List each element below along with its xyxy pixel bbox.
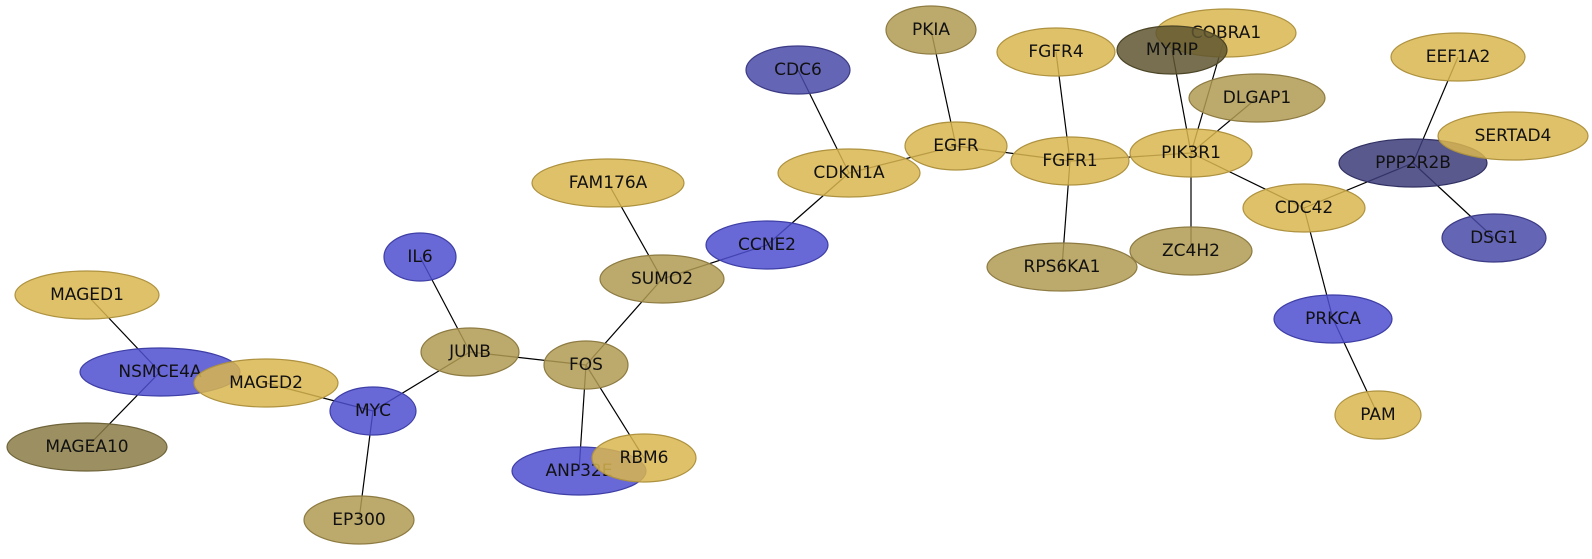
node-cdc42-label: CDC42 — [1275, 198, 1333, 218]
node-sertad4-label: SERTAD4 — [1475, 126, 1552, 146]
node-eef1a2[interactable]: EEF1A2 — [1390, 32, 1526, 82]
node-maged2-shape[interactable] — [193, 358, 339, 408]
node-nsmce4a-label: NSMCE4A — [118, 362, 202, 382]
node-dlgap1-shape[interactable] — [1188, 73, 1326, 123]
node-fgfr1-label: FGFR1 — [1042, 151, 1097, 171]
node-il6-shape[interactable] — [383, 232, 457, 282]
node-pik3r1-label: PIK3R1 — [1161, 143, 1221, 163]
node-junb-label: JUNB — [448, 342, 491, 362]
node-sumo2-shape[interactable] — [599, 254, 725, 304]
node-fam176a[interactable]: FAM176A — [531, 158, 685, 208]
node-cdc6-label: CDC6 — [774, 60, 822, 80]
node-dlgap1-label: DLGAP1 — [1223, 88, 1291, 108]
node-fgfr4-label: FGFR4 — [1028, 42, 1083, 62]
node-fgfr4[interactable]: FGFR4 — [996, 27, 1116, 77]
node-cdkn1a-shape[interactable] — [777, 148, 921, 198]
node-zc4h2[interactable]: ZC4H2 — [1129, 226, 1253, 276]
node-ep300-label: EP300 — [332, 510, 385, 530]
node-rps6ka1-label: RPS6KA1 — [1024, 257, 1101, 277]
node-prkca-shape[interactable] — [1273, 294, 1393, 344]
node-cdkn1a[interactable]: CDKN1A — [777, 148, 921, 198]
node-maged2[interactable]: MAGED2 — [193, 358, 339, 408]
node-dlgap1[interactable]: DLGAP1 — [1188, 73, 1326, 123]
node-fos-label: FOS — [569, 355, 603, 375]
node-pik3r1[interactable]: PIK3R1 — [1129, 128, 1253, 178]
node-myrip-label: MYRIP — [1146, 40, 1198, 60]
node-sertad4-shape[interactable] — [1437, 111, 1589, 161]
node-ppp2r2b-shape[interactable] — [1338, 138, 1488, 188]
node-pkia-label: PKIA — [912, 20, 950, 40]
node-il6-label: IL6 — [407, 247, 432, 267]
node-ppp2r2b-label: PPP2R2B — [1375, 153, 1451, 173]
node-egfr-shape[interactable] — [904, 121, 1008, 171]
node-fam176a-shape[interactable] — [531, 158, 685, 208]
node-pkia[interactable]: PKIA — [885, 5, 977, 55]
node-ccne2-label: CCNE2 — [738, 235, 796, 255]
node-eef1a2-shape[interactable] — [1390, 32, 1526, 82]
node-myc-shape[interactable] — [329, 386, 417, 436]
node-eef1a2-label: EEF1A2 — [1426, 47, 1491, 67]
node-dsg1-shape[interactable] — [1441, 213, 1547, 263]
node-junb[interactable]: JUNB — [420, 327, 520, 377]
node-myrip[interactable]: MYRIP — [1116, 25, 1228, 75]
node-ppp2r2b[interactable]: PPP2R2B — [1338, 138, 1488, 188]
node-pam[interactable]: PAM — [1334, 390, 1422, 440]
node-pkia-shape[interactable] — [885, 5, 977, 55]
node-cdc6-shape[interactable] — [745, 45, 851, 95]
node-sumo2[interactable]: SUMO2 — [599, 254, 725, 304]
node-myrip-shape[interactable] — [1116, 25, 1228, 75]
node-fam176a-label: FAM176A — [569, 173, 648, 193]
node-magea10-shape[interactable] — [6, 422, 168, 472]
node-junb-shape[interactable] — [420, 327, 520, 377]
node-zc4h2-shape[interactable] — [1129, 226, 1253, 276]
node-maged1-shape[interactable] — [14, 270, 160, 320]
node-maged1-label: MAGED1 — [50, 285, 124, 305]
node-maged2-label: MAGED2 — [229, 373, 303, 393]
node-ccne2-shape[interactable] — [705, 220, 829, 270]
node-fgfr4-shape[interactable] — [996, 27, 1116, 77]
node-myc-label: MYC — [355, 401, 391, 421]
node-il6[interactable]: IL6 — [383, 232, 457, 282]
node-rps6ka1-shape[interactable] — [986, 242, 1138, 292]
node-egfr-label: EGFR — [933, 136, 979, 156]
node-pam-label: PAM — [1360, 405, 1395, 425]
node-sumo2-label: SUMO2 — [631, 269, 693, 289]
node-prkca[interactable]: PRKCA — [1273, 294, 1393, 344]
node-dsg1-label: DSG1 — [1470, 228, 1518, 248]
node-fos[interactable]: FOS — [543, 340, 629, 390]
node-cdc6[interactable]: CDC6 — [745, 45, 851, 95]
node-zc4h2-label: ZC4H2 — [1162, 241, 1220, 261]
node-rbm6-label: RBM6 — [620, 448, 669, 468]
node-rps6ka1[interactable]: RPS6KA1 — [986, 242, 1138, 292]
node-maged1[interactable]: MAGED1 — [14, 270, 160, 320]
node-ep300[interactable]: EP300 — [303, 495, 415, 545]
node-pik3r1-shape[interactable] — [1129, 128, 1253, 178]
node-fgfr1[interactable]: FGFR1 — [1010, 136, 1130, 186]
node-cdc42-shape[interactable] — [1242, 183, 1366, 233]
node-cdc42[interactable]: CDC42 — [1242, 183, 1366, 233]
node-dsg1[interactable]: DSG1 — [1441, 213, 1547, 263]
node-ep300-shape[interactable] — [303, 495, 415, 545]
node-rbm6[interactable]: RBM6 — [591, 433, 697, 483]
node-fos-shape[interactable] — [543, 340, 629, 390]
node-ccne2[interactable]: CCNE2 — [705, 220, 829, 270]
node-prkca-label: PRKCA — [1305, 309, 1361, 329]
node-magea10[interactable]: MAGEA10 — [6, 422, 168, 472]
node-rbm6-shape[interactable] — [591, 433, 697, 483]
node-fgfr1-shape[interactable] — [1010, 136, 1130, 186]
node-pam-shape[interactable] — [1334, 390, 1422, 440]
node-sertad4[interactable]: SERTAD4 — [1437, 111, 1589, 161]
node-cdkn1a-label: CDKN1A — [813, 163, 885, 183]
node-egfr[interactable]: EGFR — [904, 121, 1008, 171]
node-myc[interactable]: MYC — [329, 386, 417, 436]
node-magea10-label: MAGEA10 — [45, 437, 128, 457]
